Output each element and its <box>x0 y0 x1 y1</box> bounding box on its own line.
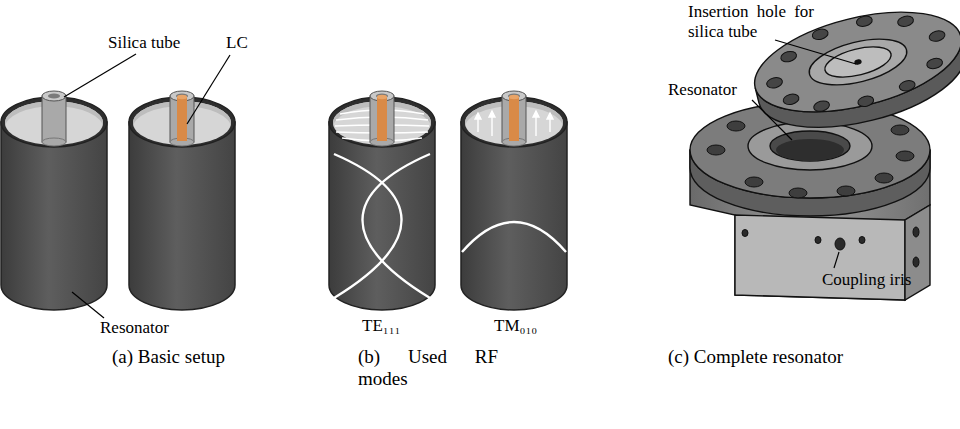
tm-mode-cylinder <box>461 91 567 310</box>
part-label: Silica tube <box>108 33 180 53</box>
subfigure-caption: (c) Complete resonator <box>668 346 868 368</box>
mode-label: TM₀₁₀ <box>494 316 537 336</box>
subfigure-caption: (a) Basic setup <box>112 346 225 368</box>
mode-label: TE₁₁₁ <box>362 316 401 336</box>
part-label: LC <box>226 33 248 53</box>
leader-lines <box>64 40 856 318</box>
part-label: Coupling iris <box>822 270 911 290</box>
part-label: Resonator <box>100 318 169 338</box>
subfigure-caption: (b) Used RF modes <box>358 346 498 390</box>
resonator-lid <box>745 0 960 146</box>
resonator-cylinder <box>129 91 235 310</box>
resonator-housing <box>690 101 930 300</box>
part-label: Resonator <box>668 80 737 100</box>
te-mode-cylinder <box>329 91 435 310</box>
resonator-cylinder <box>1 91 107 310</box>
part-label: Insertion hole for silica tube <box>688 2 814 41</box>
